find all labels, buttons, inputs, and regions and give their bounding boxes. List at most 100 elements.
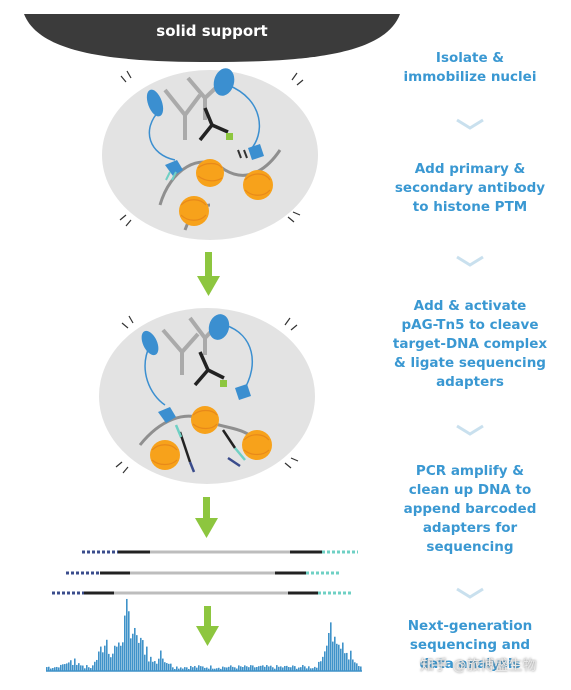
coverage-bar xyxy=(266,665,268,671)
coverage-bar xyxy=(300,667,302,671)
coverage-bar xyxy=(166,663,168,671)
coverage-bar xyxy=(88,667,90,671)
coverage-bar xyxy=(354,662,356,671)
sequencing-peak-track xyxy=(46,598,362,671)
coverage-bar xyxy=(82,665,84,671)
coverage-bar xyxy=(108,653,110,671)
coverage-bar xyxy=(100,646,102,671)
coverage-bar xyxy=(136,635,138,671)
coverage-bar xyxy=(318,661,320,671)
coverage-bar xyxy=(148,661,150,671)
coverage-bar xyxy=(234,667,236,671)
coverage-bar xyxy=(80,665,82,671)
watermark: 知乎 @旅博盛生物 xyxy=(420,658,537,674)
coverage-bar xyxy=(232,666,234,671)
nucleosome xyxy=(242,430,272,460)
coverage-bar xyxy=(272,667,274,671)
coverage-bar xyxy=(314,666,316,671)
coverage-bar xyxy=(214,668,216,671)
coverage-bar xyxy=(292,665,294,671)
coverage-bar xyxy=(176,666,178,671)
coverage-bar xyxy=(182,668,184,671)
coverage-bar xyxy=(202,666,204,671)
coverage-bar xyxy=(294,666,296,671)
coverage-bar xyxy=(324,651,326,671)
coverage-bar xyxy=(130,638,132,671)
nucleosome xyxy=(196,159,224,187)
coverage-bar xyxy=(212,668,214,671)
coverage-bar xyxy=(222,666,224,671)
coverage-bar xyxy=(290,667,292,671)
coverage-bar xyxy=(74,658,76,671)
coverage-bar xyxy=(70,660,72,671)
coverage-bar xyxy=(268,666,270,671)
chevron-down-icon xyxy=(456,255,484,267)
coverage-bar xyxy=(120,645,122,671)
coverage-bar xyxy=(46,667,48,671)
coverage-bar xyxy=(220,668,222,671)
coverage-bar xyxy=(150,656,152,671)
primary-antibody xyxy=(163,88,202,140)
coverage-bar xyxy=(128,611,130,671)
coverage-bar xyxy=(228,666,230,671)
coverage-bar xyxy=(252,665,254,671)
tn5-transposase xyxy=(158,407,176,423)
arrow-down-icon xyxy=(195,497,218,538)
tn5-transposase xyxy=(165,160,183,176)
coverage-bar xyxy=(316,667,318,671)
coverage-bar xyxy=(154,661,156,671)
coverage-bar xyxy=(156,663,158,671)
coverage-bar xyxy=(110,657,112,671)
coverage-bar xyxy=(180,667,182,671)
chromatin-strand xyxy=(158,149,282,206)
step-ngs-analysis: Next-generation sequencing and data anal… xyxy=(407,618,533,672)
coverage-bar xyxy=(338,644,340,671)
coverage-bar xyxy=(64,664,66,671)
coverage-bar xyxy=(60,664,62,671)
coverage-bar xyxy=(196,667,198,671)
chevron-down-icon xyxy=(456,424,484,436)
coverage-bar xyxy=(352,659,354,671)
coverage-bar xyxy=(160,650,162,671)
coverage-bar xyxy=(332,641,334,671)
coverage-bar xyxy=(308,666,310,671)
tn5-blob xyxy=(141,330,159,356)
coverage-bar xyxy=(114,645,116,671)
coverage-bar xyxy=(210,665,212,671)
tn5-blob xyxy=(213,68,235,96)
coverage-bar xyxy=(66,663,68,671)
coverage-bar xyxy=(302,665,304,671)
coverage-bar xyxy=(336,643,338,671)
coverage-bar xyxy=(126,598,128,671)
coverage-bar xyxy=(304,666,306,671)
coverage-bar xyxy=(288,666,290,671)
coverage-bar xyxy=(172,667,174,671)
coverage-bar xyxy=(230,665,232,671)
coverage-bar xyxy=(140,637,142,671)
coverage-bar xyxy=(86,665,88,671)
coverage-bar xyxy=(188,668,190,671)
coverage-bar xyxy=(62,664,64,671)
coverage-bar xyxy=(104,645,106,671)
step-add-antibodies: Add primary & secondary antibody to hist… xyxy=(394,161,546,215)
coverage-bar xyxy=(164,662,166,671)
coverage-bar xyxy=(208,668,210,671)
coverage-bar xyxy=(286,665,288,671)
coverage-bar xyxy=(168,663,170,671)
coverage-bar xyxy=(264,666,266,671)
coverage-bar xyxy=(360,666,362,671)
coverage-bar xyxy=(138,642,140,671)
coverage-bar xyxy=(146,646,148,671)
coverage-bar xyxy=(54,667,56,671)
coverage-bar xyxy=(78,663,80,671)
coverage-bar xyxy=(262,665,264,671)
coverage-bar xyxy=(278,666,280,671)
tn5-transposase xyxy=(248,144,264,160)
step-pcr-amplify: PCR amplify & clean up DNA to append bar… xyxy=(403,463,537,555)
coverage-bar xyxy=(280,666,282,671)
coverage-bar xyxy=(248,667,250,671)
nucleosome xyxy=(179,196,209,226)
coverage-bar xyxy=(144,654,146,671)
nuclear-envelope-marks xyxy=(119,70,304,227)
